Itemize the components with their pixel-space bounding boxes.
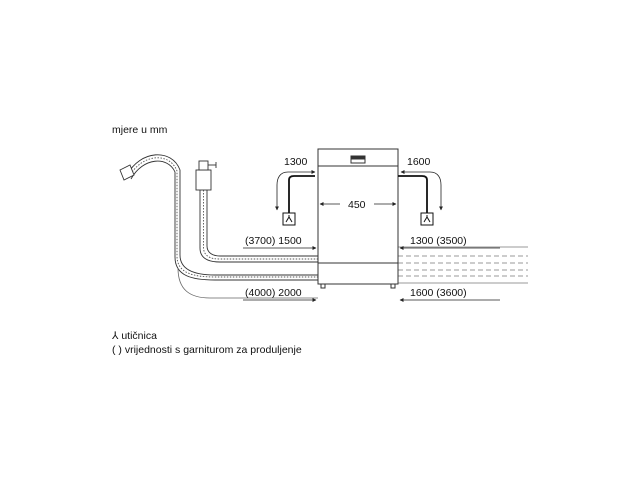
right-mid-label: 1300 (3500) <box>410 235 467 247</box>
legend-socket: ⅄ utičnica <box>112 330 157 342</box>
dishwasher-front <box>317 148 399 289</box>
left-top-arrow <box>275 170 316 211</box>
legend-socket-text: utičnica <box>121 330 157 342</box>
worktop-lines <box>398 246 528 284</box>
power-cord <box>177 267 318 299</box>
right-top-label: 1600 <box>407 156 431 168</box>
left-socket <box>282 175 315 226</box>
legend-extension-text: vrijednosti s garniturom za produljenje <box>124 344 302 356</box>
right-bottom-label: 1600 (3600) <box>410 287 467 299</box>
right-socket <box>398 175 434 226</box>
legend-extension: ( ) vrijednosti s garniturom za produlje… <box>112 344 302 356</box>
drain-hose <box>126 154 318 281</box>
width-label: 450 <box>348 199 366 211</box>
left-mid-label: (3700) 1500 <box>245 235 302 247</box>
drain-hose-end <box>119 164 135 181</box>
parentheses-symbol: ( ) <box>112 344 122 356</box>
unit-label: mjere u mm <box>112 124 168 136</box>
socket-icon: ⅄ <box>112 330 119 342</box>
left-bottom-label: (4000) 2000 <box>245 287 302 299</box>
left-top-label: 1300 <box>284 156 308 168</box>
right-top-arrow <box>400 170 443 211</box>
aqua-stop-valve <box>195 160 217 191</box>
inlet-hose <box>199 190 318 263</box>
